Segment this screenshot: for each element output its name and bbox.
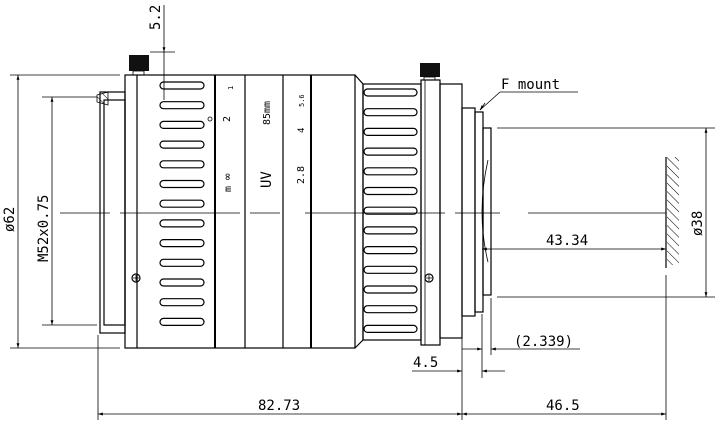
extension-lines bbox=[10, 51, 715, 420]
front-filter-ring bbox=[96, 91, 126, 334]
grip-slot bbox=[363, 265, 418, 274]
grip-slot bbox=[159, 101, 205, 110]
focus-unit: m bbox=[223, 186, 234, 192]
grip-slot bbox=[159, 258, 205, 267]
grip-slot bbox=[363, 226, 418, 235]
grip-slot bbox=[159, 278, 205, 287]
dim-reference: (2.339) bbox=[514, 334, 573, 350]
grip-slot bbox=[363, 147, 418, 156]
focus-mark-infinity: ∞ bbox=[221, 173, 234, 180]
dim-top-offset: 5.2 bbox=[148, 5, 164, 30]
f-mount-label: F mount bbox=[501, 77, 560, 93]
grip-slot bbox=[159, 219, 205, 228]
sensor-plane bbox=[665, 157, 679, 268]
dim-back-focus: 46.5 bbox=[546, 398, 580, 414]
focus-lock-screw[interactable] bbox=[129, 55, 149, 76]
focal-length: 85mm bbox=[262, 101, 273, 125]
iris-lock-screw[interactable] bbox=[420, 63, 440, 81]
grip-slot bbox=[363, 305, 418, 314]
lens-markings: 1 2 ∞ m 85mm UV 5.6 4 2.8 bbox=[207, 86, 307, 192]
dim-flange-to-sensor: 43.34 bbox=[546, 233, 588, 249]
grip-slot bbox=[159, 317, 205, 326]
grip-slot bbox=[159, 239, 205, 248]
grip-slot bbox=[159, 199, 205, 208]
grip-slot bbox=[363, 246, 418, 255]
grip-slot bbox=[363, 127, 418, 136]
grip-slot bbox=[159, 160, 205, 169]
grip-slot bbox=[159, 298, 205, 307]
aperture-4: 4 bbox=[297, 128, 307, 133]
iris-ring-grip[interactable] bbox=[363, 88, 418, 333]
grip-slot bbox=[159, 140, 205, 149]
grip-slot bbox=[363, 206, 418, 215]
grip-slot bbox=[363, 324, 418, 333]
grip-slot bbox=[363, 167, 418, 176]
grip-slot bbox=[363, 88, 418, 97]
rear-barrel bbox=[362, 79, 492, 346]
lens-barrel bbox=[124, 74, 364, 349]
grip-slot bbox=[159, 81, 205, 90]
grip-slot bbox=[363, 108, 418, 117]
grip-slot bbox=[363, 285, 418, 294]
dim-image-circle: ø38 bbox=[690, 211, 706, 236]
focus-mark-1: 1 bbox=[227, 86, 235, 90]
dimension-labels: ø62 M52x0.75 5.2 82.73 46.5 43.34 ø38 4.… bbox=[2, 5, 706, 414]
dim-outer-diameter: ø62 bbox=[2, 207, 18, 232]
aperture-5-6: 5.6 bbox=[298, 94, 306, 107]
uv-label: UV bbox=[259, 171, 275, 188]
dim-mount-thickness: 4.5 bbox=[413, 355, 438, 371]
screw-icon bbox=[131, 273, 434, 283]
dimension-lines bbox=[16, 5, 708, 416]
grip-slot bbox=[159, 120, 205, 130]
focus-ring-grip[interactable] bbox=[159, 81, 205, 326]
dim-filter-thread: M52x0.75 bbox=[36, 195, 52, 262]
grip-slot bbox=[363, 186, 418, 196]
dim-lens-length: 82.73 bbox=[258, 398, 300, 414]
focus-mark-2: 2 bbox=[222, 116, 233, 122]
grip-slot bbox=[159, 179, 205, 189]
aperture-2-8: 2.8 bbox=[296, 166, 307, 184]
